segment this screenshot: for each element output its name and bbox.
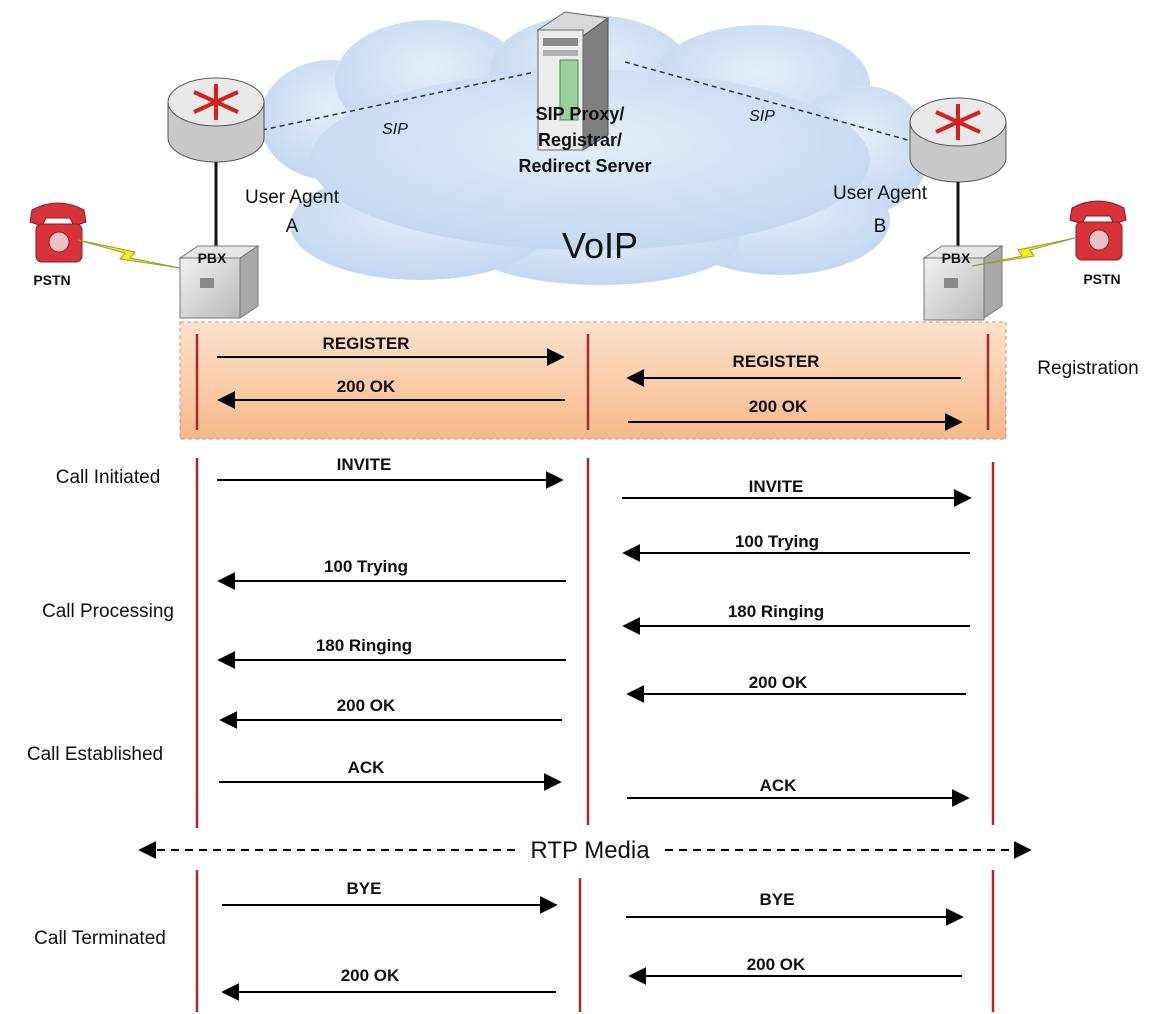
msg-left-bye-ok: 200 OK [341,966,400,985]
rtp-media-label: RTP Media [530,837,650,864]
pbx-a-icon [178,245,260,319]
pbx-b-label: PBX [942,250,971,266]
pstn-a-label: PSTN [33,272,70,288]
phase-call-established: Call Established [27,744,163,765]
phase-registration: Registration [1037,358,1138,379]
msg-left-ok: 200 OK [337,696,396,715]
msg-right-ok: 200 OK [749,673,808,692]
phone-b-icon [1069,200,1127,261]
voip-cloud: VoIP [260,15,930,285]
lifelines-registration [195,334,990,430]
lifelines-termination [195,870,995,1012]
msg-right-ringing: 180 Ringing [728,602,824,621]
msg-right-bye: BYE [760,890,795,909]
pbx-a-label: PBX [198,250,227,266]
msg-right-ack: ACK [760,776,798,795]
msg-right-register: REGISTER [733,352,820,371]
msg-left-trying: 100 Trying [324,557,408,576]
msg-right-trying: 100 Trying [735,532,819,551]
msg-left-register: REGISTER [323,334,410,353]
phase-call-initiated: Call Initiated [56,467,161,488]
msg-right-bye-ok: 200 OK [747,955,806,974]
msg-left-bye: BYE [347,879,382,898]
server-icon [536,11,610,151]
sip-label-left: SIP [382,121,408,138]
msg-left-ack: ACK [348,758,386,777]
cloud-label: VoIP [562,225,638,266]
agent-a-line-2: A [286,216,299,237]
lightning-b-icon [971,237,1076,267]
msg-right-register-ok: 200 OK [749,397,808,416]
msg-left-ringing: 180 Ringing [316,636,412,655]
server-label-line-2: Registrar/ [538,130,622,150]
agent-a-line-1: User Agent [245,187,340,208]
msg-left-register-ok: 200 OK [337,377,396,396]
pbx-b-icon [922,245,1004,321]
server-label-line-1: SIP Proxy/ [536,104,625,124]
agent-b-line-1: User Agent [833,183,928,204]
agent-b-line-2: B [874,216,887,237]
router-b-icon [909,97,1007,183]
phone-a-icon [29,202,87,263]
msg-left-invite: INVITE [337,455,392,474]
server-label-line-3: Redirect Server [518,156,651,176]
phase-call-processing: Call Processing [42,601,174,622]
sip-link-left [261,71,536,131]
pstn-b-label: PSTN [1083,271,1120,287]
msg-right-invite: INVITE [749,477,804,496]
sip-label-right: SIP [749,108,775,125]
phase-call-terminated: Call Terminated [34,928,166,949]
lifelines-call [195,458,995,828]
lightning-a-icon [77,239,181,269]
registration-band [179,321,1007,440]
router-a-icon [167,77,265,163]
